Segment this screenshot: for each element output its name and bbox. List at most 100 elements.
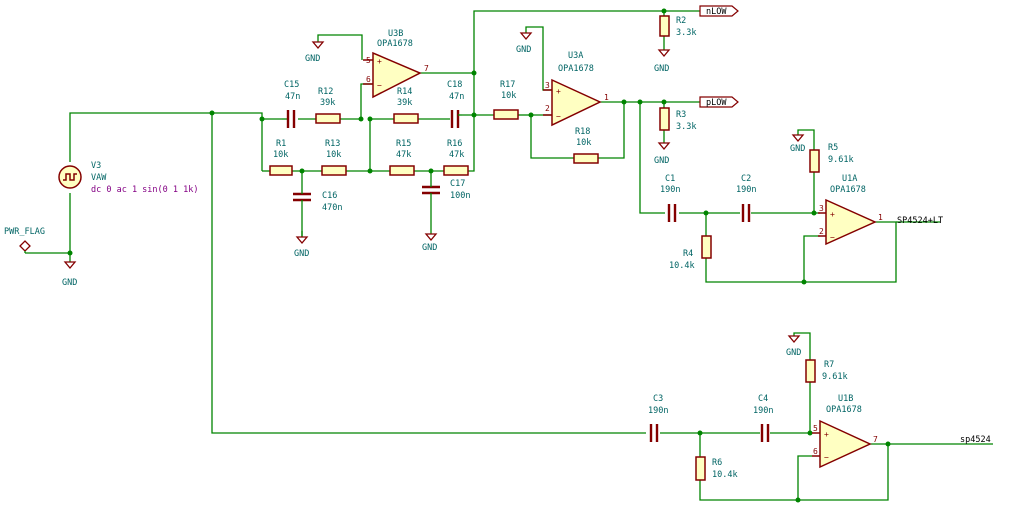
gnd-symbol (424, 233, 438, 242)
resistor-r7: R7 9.61k (805, 359, 848, 383)
svg-text:10.4k: 10.4k (712, 470, 738, 480)
gnd-symbol (519, 32, 533, 41)
svg-text:+: + (830, 210, 835, 219)
capacitor-c16: C16 470n (293, 187, 342, 213)
svg-text:R18: R18 (575, 127, 590, 137)
voltage-source-v3: V3 VAW dc 0 ac 1 sin(0 1 1k) (58, 161, 198, 195)
svg-text:+: + (824, 430, 829, 439)
u3a-ref: U3A (568, 51, 583, 61)
gnd-symbol (295, 231, 309, 245)
svg-text:nLOW: nLOW (706, 7, 727, 17)
resistor-r1: R1 10k (269, 139, 293, 176)
gnd-symbol (657, 49, 671, 58)
opamp-u1b: 5 6 7 + − U1B OPA1678 (812, 394, 878, 469)
u3a-pin2-label: 2 (545, 104, 550, 113)
u3a-value: OPA1678 (558, 64, 594, 74)
capacitor-c1: C1 190n (660, 174, 680, 222)
label-sp4524: sp4524 (960, 435, 991, 445)
svg-text:190n: 190n (660, 185, 680, 195)
svg-text:R2: R2 (676, 16, 686, 26)
opamp-u3a: 3 2 1 + − U3A OPA1678 (543, 51, 609, 127)
svg-text:190n: 190n (753, 406, 773, 416)
svg-text:R12: R12 (318, 87, 333, 97)
capacitor-c4: C4 190n (753, 394, 773, 442)
svg-text:47k: 47k (396, 150, 411, 160)
svg-text:C2: C2 (741, 174, 751, 184)
gnd-symbol (63, 261, 77, 270)
svg-text:39k: 39k (397, 98, 412, 108)
u3a-pin3-label: 3 (545, 81, 550, 90)
svg-text:9.61k: 9.61k (822, 372, 848, 382)
svg-text:GND: GND (786, 348, 801, 358)
gnd-symbol (311, 41, 325, 50)
u1a-pin2-label: 2 (819, 227, 824, 236)
u1a-pin1-label: 1 (878, 213, 883, 222)
resistor-r15: R15 47k (389, 139, 415, 176)
resistor-r3: R3 3.3k (659, 107, 696, 132)
svg-text:GND: GND (422, 243, 437, 253)
label-nlow: nLOW (699, 5, 739, 17)
svg-text:GND: GND (654, 156, 669, 166)
u3a-pin1-label: 1 (604, 93, 609, 102)
svg-text:−: − (556, 112, 561, 121)
svg-text:R15: R15 (396, 139, 411, 149)
svg-text:V3: V3 (91, 161, 101, 171)
svg-text:C15: C15 (284, 80, 299, 90)
svg-text:39k: 39k (320, 98, 335, 108)
svg-text:R3: R3 (676, 110, 686, 120)
svg-text:−: − (830, 233, 835, 242)
u1a-value: OPA1678 (830, 185, 866, 195)
capacitor-c15: C15 47n (282, 80, 300, 128)
svg-text:PWR_FLAG: PWR_FLAG (4, 227, 45, 237)
svg-text:9.61k: 9.61k (828, 155, 854, 165)
resistor-r18: R18 10k (573, 127, 599, 164)
svg-text:10k: 10k (576, 138, 591, 148)
u1a-ref: U1A (842, 174, 857, 184)
svg-text:C3: C3 (653, 394, 663, 404)
u1a-pin3-label: 3 (819, 204, 824, 213)
svg-text:R6: R6 (712, 458, 722, 468)
svg-text:47n: 47n (449, 92, 464, 102)
svg-text:3.3k: 3.3k (676, 28, 696, 38)
svg-text:GND: GND (305, 54, 320, 64)
svg-text:10.4k: 10.4k (669, 261, 695, 271)
svg-text:dc 0 ac 1 sin(0 1 1k): dc 0 ac 1 sin(0 1 1k) (91, 185, 198, 195)
svg-text:GND: GND (654, 64, 669, 74)
svg-text:100n: 100n (450, 191, 470, 201)
gnd-symbol (657, 142, 671, 151)
capacitor-c3: C3 190n (648, 394, 668, 442)
resistor-r5: R5 9.61k (809, 143, 854, 173)
resistor-r13: R13 10k (321, 139, 347, 176)
svg-text:−: − (377, 81, 382, 90)
pwr-flag: PWR_FLAG (4, 227, 45, 253)
svg-text:R13: R13 (325, 139, 340, 149)
u1b-ref: U1B (838, 394, 853, 404)
gnd-symbol (787, 335, 801, 344)
u1b-pin7-label: 7 (873, 435, 878, 444)
svg-text:pLOW: pLOW (706, 98, 727, 108)
svg-text:R7: R7 (824, 360, 834, 370)
svg-text:GND: GND (294, 249, 309, 259)
u3b-value: OPA1678 (377, 39, 413, 49)
svg-text:+: + (556, 87, 561, 96)
svg-text:R5: R5 (828, 143, 838, 153)
u1b-pin5-label: 5 (813, 424, 818, 433)
svg-text:C4: C4 (758, 394, 768, 404)
svg-text:C16: C16 (322, 191, 337, 201)
svg-text:C1: C1 (665, 174, 675, 184)
svg-text:47k: 47k (449, 150, 464, 160)
svg-text:C18: C18 (447, 80, 462, 90)
resistor-r4: R4 10.4k (669, 235, 712, 271)
svg-text:470n: 470n (322, 203, 342, 213)
opamp-u3b: 5 6 7 + − U3B OPA1678 (363, 29, 429, 99)
capacitor-c17: C17 100n (422, 179, 470, 201)
svg-text:10k: 10k (273, 150, 288, 160)
capacitor-c2: C2 190n (736, 174, 756, 222)
svg-text:10k: 10k (501, 91, 516, 101)
u3b-pin5-label: 5 (366, 56, 371, 65)
gnd-symbol (791, 134, 805, 143)
label-plow: pLOW (699, 96, 739, 108)
resistor-r16: R16 47k (443, 139, 469, 176)
svg-text:GND: GND (516, 45, 531, 55)
